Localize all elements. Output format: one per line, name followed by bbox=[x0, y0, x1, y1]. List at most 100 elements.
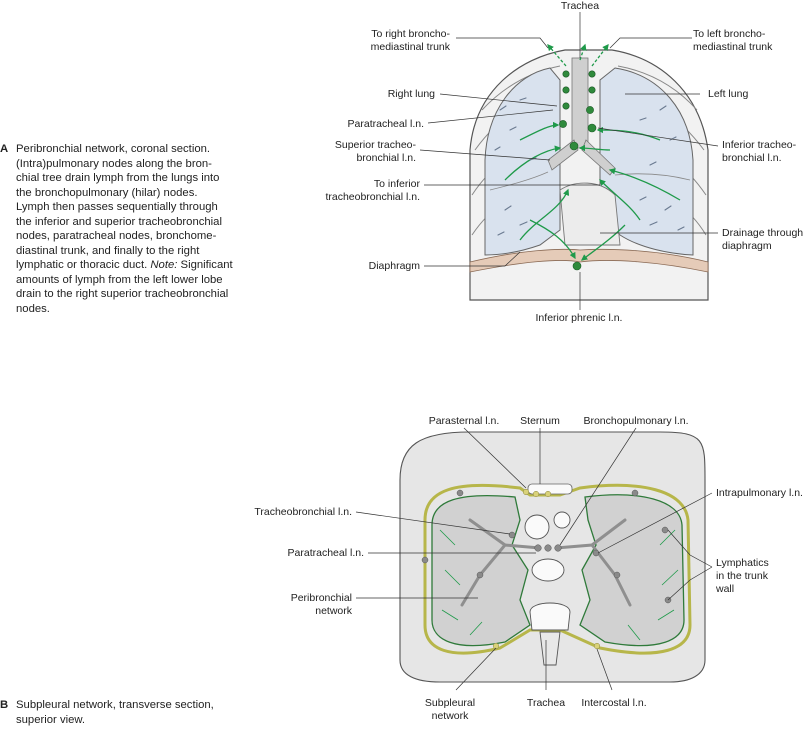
esophagus bbox=[531, 558, 565, 582]
lung-fissure bbox=[489, 171, 549, 191]
label-inferior-tracheobronchial: Inferior tracheo- bbox=[722, 139, 797, 151]
label-subpleural: network bbox=[432, 710, 470, 722]
lymph-node bbox=[613, 571, 621, 579]
great-vessel bbox=[524, 514, 550, 540]
label-drainage: Drainage through bbox=[722, 227, 803, 239]
caption-line: (Intra)pulmonary nodes along the bron- bbox=[16, 157, 212, 170]
leader-lines bbox=[355, 427, 713, 691]
caption-line: Peribronchial network, coronal section. bbox=[16, 143, 211, 155]
lymph-node bbox=[569, 141, 579, 151]
label-superior-tracheobronchial: Superior tracheo- bbox=[335, 139, 417, 151]
caption-line: superior view. bbox=[16, 713, 86, 726]
caption-line: chial tree drain lymph from the lungs in… bbox=[16, 172, 220, 184]
leader-lines bbox=[419, 12, 719, 310]
panel-a-caption-text: Peribronchial network, coronal section. … bbox=[16, 142, 233, 316]
caption-line: nodes. bbox=[16, 302, 50, 315]
lymph-node bbox=[587, 123, 597, 133]
label-tracheobronchial: Tracheobronchial l.n. bbox=[254, 506, 352, 518]
left-lung-section bbox=[579, 494, 685, 647]
diaphragm bbox=[469, 248, 709, 273]
label-diaphragm: Diaphragm bbox=[369, 260, 421, 272]
label-inferior-phrenic: Inferior phrenic l.n. bbox=[536, 312, 623, 324]
lymph-node bbox=[588, 86, 596, 94]
lymph-node bbox=[562, 70, 570, 78]
spinous-process bbox=[539, 631, 561, 666]
label-intrapulmonary: Intrapulmonary l.n. bbox=[716, 487, 803, 499]
lymph-node bbox=[572, 261, 582, 271]
great-vessel bbox=[553, 511, 571, 529]
label-right-trunk: To right broncho- bbox=[371, 28, 450, 40]
panel-b-caption-text: Subpleural network, transverse section, … bbox=[16, 698, 214, 727]
lymph-node bbox=[456, 489, 464, 497]
panel-b-caption: B Subpleural network, transverse section… bbox=[0, 698, 260, 728]
lymph-node bbox=[588, 70, 596, 78]
lymph-node bbox=[476, 571, 484, 579]
panel-a-caption: A Peribronchial network, coronal section… bbox=[0, 142, 270, 322]
label-lymphatics: wall bbox=[715, 583, 734, 595]
label-right-trunk: mediastinal trunk bbox=[371, 41, 451, 53]
label-parasternal: Parasternal l.n. bbox=[429, 415, 500, 427]
lymph-node bbox=[593, 642, 601, 650]
label-left-trunk: mediastinal trunk bbox=[693, 41, 773, 53]
caption-line: Lymph then passes sequentially through bbox=[16, 201, 218, 213]
lymph-node bbox=[532, 490, 540, 498]
label-trachea: Trachea bbox=[561, 0, 599, 12]
caption-line: drain to the right superior tracheobronc… bbox=[16, 288, 229, 300]
label-paratracheal: Paratracheal l.n. bbox=[348, 118, 424, 130]
label-paratracheal: Paratracheal l.n. bbox=[288, 547, 364, 559]
lung-vessels bbox=[494, 97, 685, 236]
caption-line: diastinal trunk, and finally to the righ… bbox=[16, 244, 200, 257]
caption-line: lymphatic or thoracic duct. Note: Signif… bbox=[16, 258, 233, 273]
lymph-flow-arrows bbox=[504, 43, 681, 261]
caption-line: the bronchopulmonary (hilar) nodes. bbox=[16, 186, 198, 199]
trachea bbox=[571, 57, 589, 149]
label-lymphatics: Lymphatics bbox=[716, 557, 769, 569]
label-to-inferior: tracheobronchial l.n. bbox=[325, 191, 420, 203]
lymph-node bbox=[586, 106, 594, 114]
caption-line: amounts of lymph from the left lower lob… bbox=[16, 273, 223, 286]
heart bbox=[559, 182, 621, 246]
lymph-node bbox=[492, 642, 500, 650]
label-intercostal: Intercostal l.n. bbox=[581, 697, 646, 709]
subpleural-lymphatics bbox=[439, 529, 679, 641]
label-left-lung: Left lung bbox=[708, 88, 748, 100]
coronal-section-diagram: Trachea To right broncho- mediastinal tr… bbox=[325, 0, 803, 324]
lymph-node bbox=[559, 120, 567, 128]
caption-line: Subpleural network, transverse section, bbox=[16, 699, 214, 711]
lymph-node bbox=[631, 489, 639, 497]
yellow-lymph-nodes bbox=[492, 488, 601, 650]
note-label: Note: bbox=[150, 259, 178, 271]
lymph-node bbox=[421, 556, 429, 564]
transverse-section-diagram: Parasternal l.n. Sternum Bronchopulmonar… bbox=[254, 415, 803, 722]
lymph-node bbox=[534, 544, 542, 552]
lymph-node bbox=[554, 544, 562, 552]
label-lymphatics: in the trunk bbox=[716, 570, 769, 582]
caption-line: nodes, paratracheal nodes, bronchome- bbox=[16, 230, 217, 242]
right-lung bbox=[484, 67, 561, 256]
label-trachea: Trachea bbox=[527, 697, 565, 709]
lymph-node bbox=[544, 544, 552, 552]
lymph-node bbox=[544, 490, 552, 498]
lymph-node bbox=[522, 488, 530, 496]
gray-lymph-nodes bbox=[421, 489, 672, 604]
label-subpleural: Subpleural bbox=[425, 697, 475, 709]
panel-a-letter: A bbox=[0, 143, 9, 155]
pleural-boundary bbox=[423, 483, 692, 655]
caption-fragment: lymphatic or thoracic duct. bbox=[16, 259, 148, 271]
lymph-node bbox=[661, 526, 669, 534]
label-drainage: diaphragm bbox=[722, 240, 772, 252]
panel-b-letter: B bbox=[0, 699, 9, 711]
label-left-trunk: To left broncho- bbox=[693, 28, 766, 40]
left-lung bbox=[599, 67, 694, 256]
label-bronchopulmonary: Bronchopulmonary l.n. bbox=[583, 415, 688, 427]
label-peribronchial: network bbox=[315, 605, 353, 617]
caption-line: the inferior and superior tracheobronchi… bbox=[16, 215, 222, 228]
lymph-node bbox=[592, 549, 600, 557]
lymph-nodes bbox=[559, 70, 597, 271]
label-superior-tracheobronchial: bronchial l.n. bbox=[356, 152, 416, 164]
lymph-node bbox=[562, 86, 570, 94]
caption-fragment: Significant bbox=[180, 259, 233, 271]
vertebra bbox=[529, 602, 571, 631]
lymph-node bbox=[508, 531, 516, 539]
